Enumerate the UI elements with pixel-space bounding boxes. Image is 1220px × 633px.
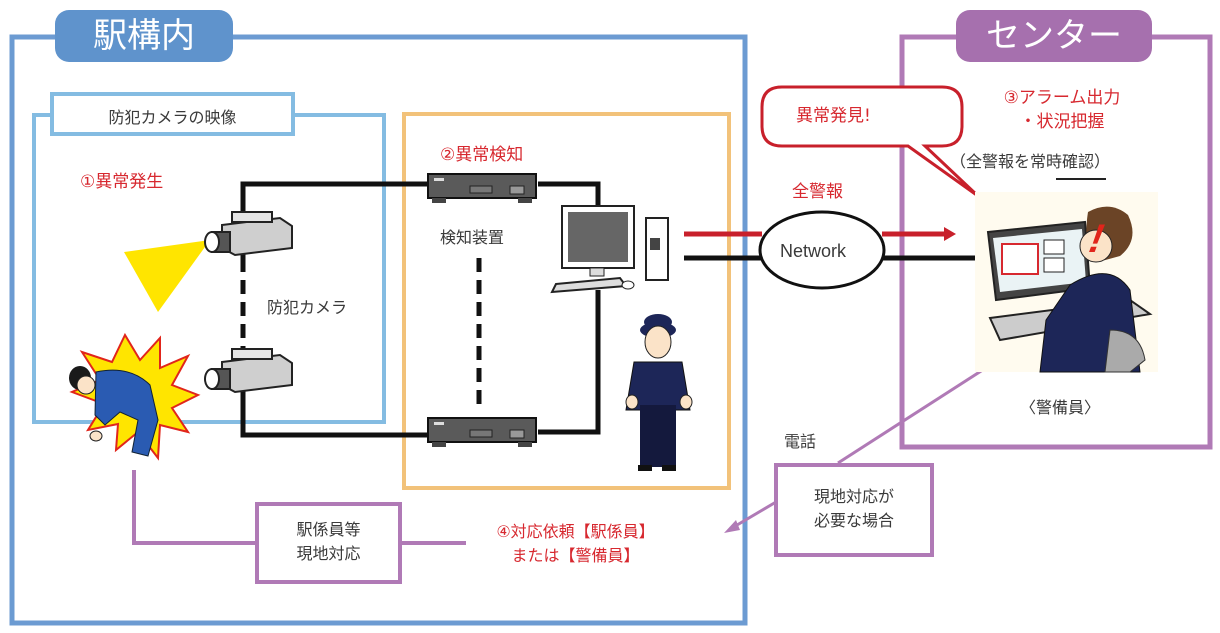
guard-label: 〈警備員〉 [1020,398,1101,417]
network-label: Network [780,241,847,261]
network-cloud [758,210,886,290]
request-arrow-head [724,520,740,533]
phone-line [837,353,1007,465]
onsite-needed-box: 現地対応が 必要な場合 [774,463,934,557]
monitor-note: （全警報を常時確認） [950,152,1111,171]
camera-label: 防犯カメラ [267,298,348,317]
step3-line1: ③アラーム出力 [1003,88,1121,108]
camera-icon-bottom [204,348,293,394]
detector-frame [402,112,731,490]
detector-device-icon-bottom [427,417,537,447]
station-staff-figure [625,314,693,471]
security-operator-illustration [975,192,1158,373]
cable-bottom [240,380,428,438]
camera-icon-top [204,211,293,257]
onsite-staff-line [132,470,255,545]
onsite-needed-line1: 現地対応が [813,487,894,506]
all-alerts-label: 全警報 [792,182,843,202]
onsite-staff-line2: 現地対応 [296,544,361,563]
step4-label: ④対応依頼【駅係員】 または【警備員】 [468,520,683,568]
step2-label: ②異常検知 [440,145,524,165]
monitor-note-underline [1056,178,1106,180]
detector-label: 検知装置 [440,228,505,247]
station-frame [9,34,748,626]
detector-device-icon-top [427,173,537,203]
onsite-staff-box: 駅係員等 現地対応 [255,502,402,584]
phone-label: 電話 [784,432,817,451]
onsite-staff-line1: 駅係員等 [296,520,361,539]
cable-detector-pc [538,181,601,208]
onsite-needed-line2: 必要な場合 [813,511,894,530]
station-tab: 駅構内 [55,10,233,62]
step3-label: ③アラーム出力 ・状況把握 [972,86,1152,134]
request-arrow-line [731,500,777,530]
center-tab: センター [956,10,1152,62]
step4-line2: または【警備員】 [511,546,640,565]
speech-bubble [760,85,980,198]
cable-pc-detector2 [538,290,601,435]
step4-line1: ④対応依頼【駅係員】 [496,522,655,541]
camera-light-beam [124,240,210,312]
server-icon [645,217,669,281]
speech-bubble-text: 異常発見! [796,106,871,126]
camera-image-label: 防犯カメラの映像 [50,92,295,136]
pc-monitor-icon [550,205,635,294]
step3-line2: ・状況把握 [1019,112,1105,132]
step1-label: ①異常発生 [80,172,164,192]
alert-arrow-head [944,227,956,241]
injured-person-figure [69,366,159,457]
